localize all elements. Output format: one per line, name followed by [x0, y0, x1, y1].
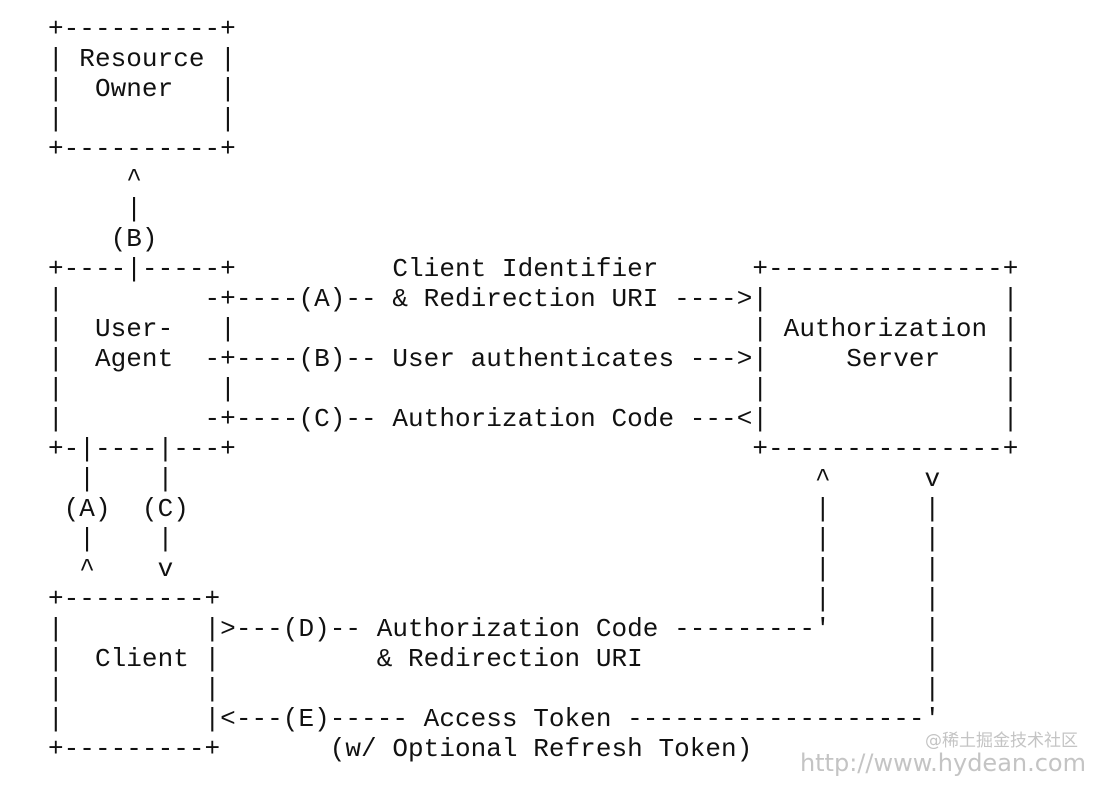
diagram-line-05: +----------+	[48, 134, 236, 164]
diagram-line-14: | -+----(C)-- Authorization Code ---<| |	[48, 404, 1019, 434]
diagram-line-10: | -+----(A)-- & Redirection URI ---->| |	[48, 284, 1019, 314]
diagram-line-04: | |	[48, 104, 236, 134]
diagram-line-08: (B)	[48, 224, 158, 254]
diagram-line-20: +---------+ | |	[48, 584, 941, 614]
watermark-community-label: @稀土掘金技术社区	[925, 730, 1078, 751]
diagram-line-15: +-|----|---+ +---------------+	[48, 434, 1019, 464]
oauth-authorization-code-flow-diagram: +----------+| Resource || Owner || |+---…	[48, 14, 1018, 764]
diagram-line-16: | | ^ v	[48, 464, 941, 494]
diagram-line-22: | Client | & Redirection URI |	[48, 644, 941, 674]
diagram-line-01: +----------+	[48, 14, 236, 44]
diagram-line-13: | | | |	[48, 374, 1019, 404]
watermark-url: http://www.hydean.com	[799, 748, 1086, 777]
diagram-line-11: | User- | | Authorization |	[48, 314, 1019, 344]
diagram-line-17: (A) (C) | |	[48, 494, 941, 524]
diagram-line-25: +---------+ (w/ Optional Refresh Token)	[48, 734, 753, 764]
diagram-line-09: +----|-----+ Client Identifier +--------…	[48, 254, 1019, 284]
watermark: @稀土掘金技术社区 http://www.hydean.com	[799, 730, 1086, 777]
diagram-line-24: | |<---(E)----- Access Token -----------…	[48, 704, 941, 734]
diagram-line-23: | | |	[48, 674, 941, 704]
diagram-line-02: | Resource |	[48, 44, 236, 74]
diagram-line-06: ^	[48, 164, 142, 194]
diagram-line-18: | | | |	[48, 524, 941, 554]
diagram-line-12: | Agent -+----(B)-- User authenticates -…	[48, 344, 1019, 374]
diagram-line-03: | Owner |	[48, 74, 236, 104]
diagram-line-21: | |>---(D)-- Authorization Code --------…	[48, 614, 941, 644]
diagram-line-07: |	[48, 194, 142, 224]
diagram-line-19: ^ v | |	[48, 554, 941, 584]
